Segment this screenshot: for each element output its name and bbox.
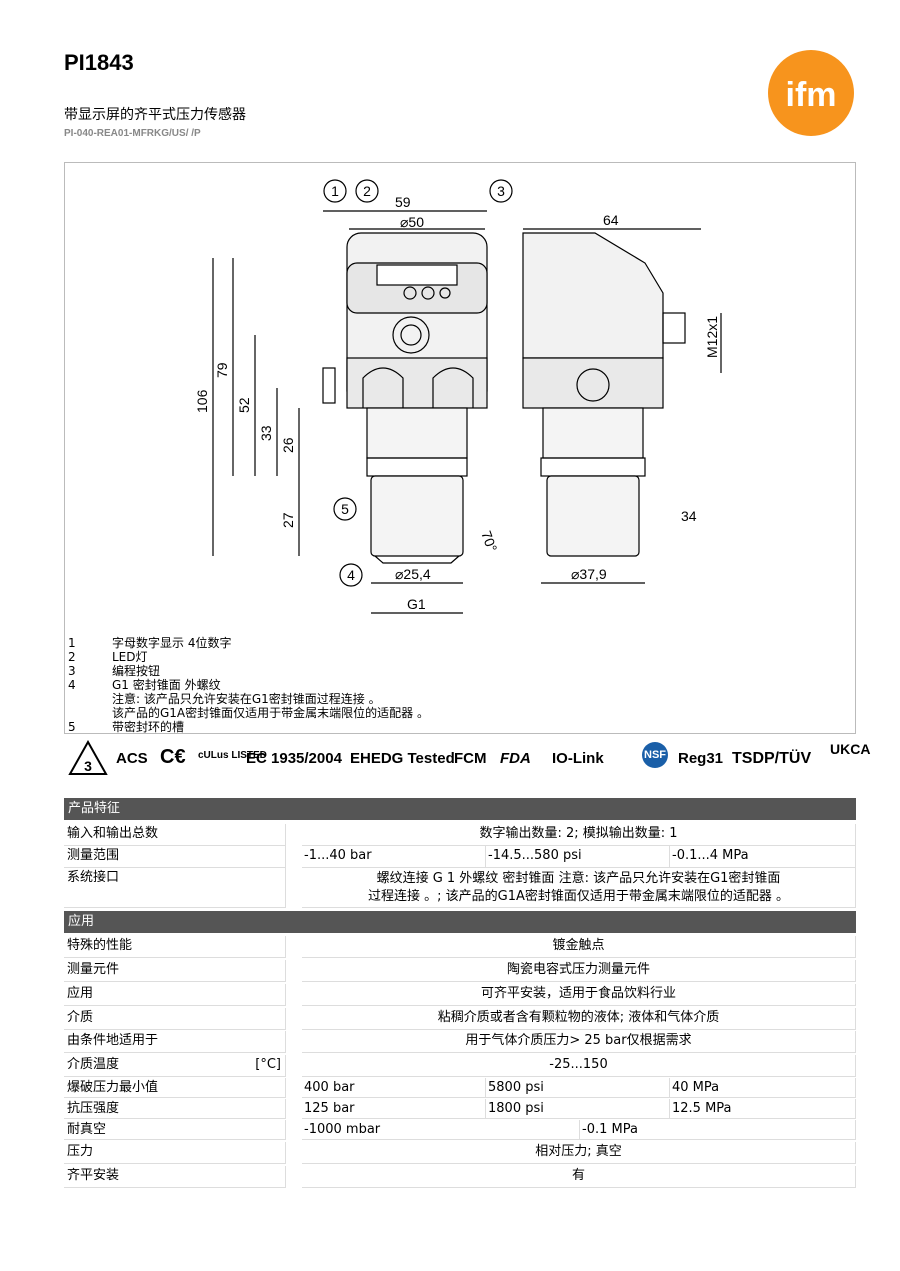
dim-106: 106 — [194, 389, 210, 413]
sensor-housing-side — [522, 232, 664, 359]
cert-iolink: IO-Link — [552, 750, 604, 767]
dim-50: ⌀50 — [400, 214, 424, 230]
dim-70: 70° — [478, 529, 500, 554]
table-row: 齐平安装 有 — [64, 1166, 856, 1188]
callout-5 — [333, 497, 357, 521]
cert-tuv: TSDP/TÜV — [732, 750, 812, 767]
atex-logo: 3 — [68, 740, 108, 775]
dimension-drawing: 59 ⌀50 64 106 79 52 33 26 27 70° ⌀25,4 G… — [194, 179, 722, 614]
svg-text:5: 5 — [341, 501, 349, 517]
product-code: PI-040-REA01-MFRKG/US/ /P — [64, 128, 201, 139]
section-header: 应用 — [64, 911, 856, 933]
svg-text:4: 4 — [347, 567, 355, 583]
product-title: PI1843 — [64, 50, 134, 75]
ifm-logo: ifm — [768, 50, 854, 136]
dim-64: 64 — [603, 212, 619, 228]
legend-item: 注意: 该产品只允许安装在G1密封锥面过程连接 。 — [112, 692, 381, 706]
svg-text:2: 2 — [363, 183, 371, 199]
cert-reg31: Reg31 — [678, 750, 724, 767]
dim-34: 34 — [681, 508, 697, 524]
cert-acs: ACS — [116, 750, 148, 767]
cert-fda: FDA — [500, 750, 531, 767]
dim-g1: G1 — [407, 596, 426, 612]
cert-fcm: FCM — [454, 750, 487, 767]
table-row: 介质 粘稠介质或者含有颗粒物的液体; 液体和气体介质 — [64, 1008, 856, 1030]
dim-33: 33 — [258, 425, 274, 441]
dim-59: 59 — [395, 194, 411, 210]
svg-text:1: 1 — [331, 183, 339, 199]
callout-1 — [323, 179, 347, 203]
section-header: 产品特征 — [64, 798, 856, 820]
callout-2 — [355, 179, 379, 203]
svg-text:3: 3 — [84, 758, 92, 774]
cert-nsf: NSF — [642, 742, 668, 768]
table-row: 由条件地适用于 用于气体介质压力> 25 bar仅根据需求 — [64, 1031, 856, 1053]
technical-drawing: 59 ⌀50 64 106 79 52 33 26 27 70° ⌀25,4 G… — [64, 162, 856, 734]
legend-item: 该产品的G1A密封锥面仅适用于带金属末端限位的适配器 。 — [112, 706, 429, 720]
dim-79: 79 — [214, 362, 230, 378]
table-row: 测量元件 陶瓷电容式压力测量元件 — [64, 960, 856, 982]
dim-379: ⌀37,9 — [571, 566, 607, 582]
cert-ul: cULus LISTED — [198, 750, 267, 761]
m12-connector-front — [392, 316, 430, 354]
table-row: 系统接口 螺纹连接 G 1 外螺纹 密封锥面 注意: 该产品只允许安装在G1密封… — [64, 868, 856, 908]
cert-ec1935: EC 1935/2004 — [246, 750, 342, 767]
table-row: 爆破压力最小值 400 bar 5800 psi 40 MPa — [64, 1078, 856, 1098]
table-row: 介质温度[°C] -25...150 — [64, 1055, 856, 1077]
dim-27: 27 — [280, 512, 296, 528]
svg-text:ifm: ifm — [786, 76, 837, 114]
cert-ukca: UKCA — [830, 741, 871, 757]
dim-254: ⌀25,4 — [395, 566, 431, 582]
dim-m12: M12x1 — [704, 316, 720, 358]
certification-bar: 3 ACS C€ cULus LISTED EC 1935/2004 EHEDG… — [64, 740, 871, 780]
table-row: 抗压强度 125 bar 1800 psi 12.5 MPa — [64, 1099, 856, 1119]
dim-26: 26 — [280, 437, 296, 453]
svg-text:3: 3 — [497, 183, 505, 199]
dim-52: 52 — [236, 397, 252, 413]
table-row: 压力 相对压力; 真空 — [64, 1142, 856, 1164]
callout-4 — [339, 563, 363, 587]
cert-ehedg: EHEDG Tested — [350, 750, 455, 767]
callout-3 — [489, 179, 513, 203]
table-row: 测量范围 -1...40 bar -14.5...580 psi -0.1...… — [64, 846, 856, 868]
table-row: 耐真空 -1000 mbar -0.1 MPa — [64, 1120, 856, 1140]
product-subtitle: 带显示屏的齐平式压力传感器 — [64, 107, 246, 123]
table-row: 输入和输出总数 数字输出数量: 2; 模拟输出数量: 1 — [64, 824, 856, 846]
table-row: 应用 可齐平安装，适用于食品饮料行业 — [64, 984, 856, 1006]
m12-connector-side — [662, 312, 686, 344]
cert-ce: C€ — [160, 746, 186, 768]
table-row: 特殊的性能 镀金触点 — [64, 936, 856, 958]
